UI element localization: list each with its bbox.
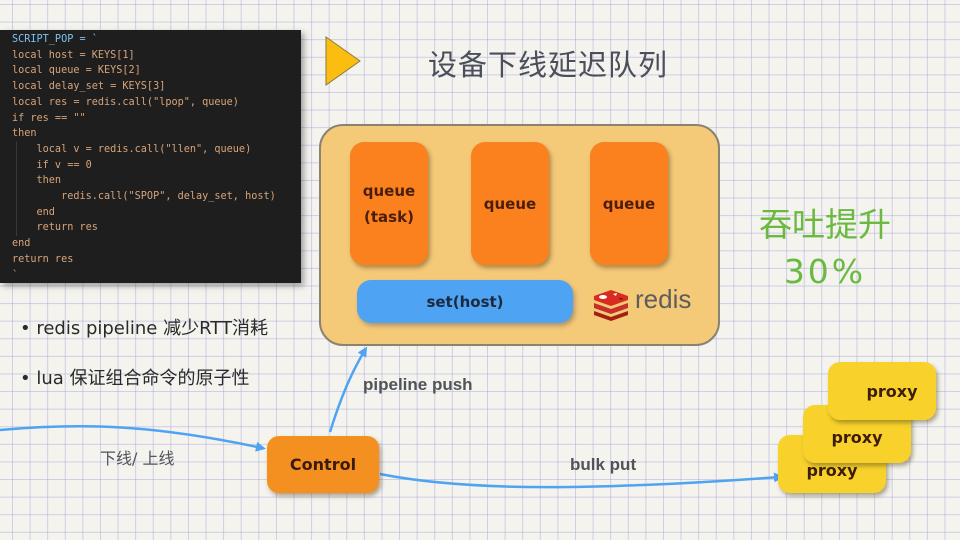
queue-node: queue xyxy=(471,142,549,265)
proxy-label: proxy xyxy=(866,381,918,401)
proxy-label: proxy xyxy=(806,461,858,480)
throughput-label: 吞吐提升 xyxy=(759,205,891,244)
set-host-label: set(host) xyxy=(426,292,504,311)
code-line: local res = redis.call("lpop", queue) xyxy=(12,96,239,108)
bulk-put-label: bulk put xyxy=(570,455,637,474)
code-line: redis.call("SPOP", delay_set, host) xyxy=(0,189,301,205)
set-host-node: set(host) xyxy=(357,280,573,323)
bullet-item: • redis pipeline 减少RTT消耗 xyxy=(20,314,268,340)
proxy-node: proxy xyxy=(828,362,936,420)
arrow-control-to-proxy xyxy=(379,472,784,489)
page-title: 设备下线延迟队列 xyxy=(428,48,669,82)
queue-label: queue xyxy=(602,194,656,213)
bullet-text: redis pipeline 减少RTT消耗 xyxy=(36,318,268,339)
indent-guide xyxy=(16,189,17,205)
indent-guide xyxy=(16,204,17,221)
indent-guide xyxy=(16,173,17,190)
control-node: Control xyxy=(267,436,379,493)
redis-logo-text: redis xyxy=(635,284,692,314)
code-line: then xyxy=(0,173,301,190)
code-line: local v = redis.call("llen", queue) xyxy=(0,141,301,158)
code-line: then xyxy=(12,128,37,140)
pipeline-push-label: pipeline push xyxy=(363,375,473,394)
arrow-input-to-control xyxy=(0,424,266,452)
play-triangle-icon xyxy=(325,36,361,86)
queue-label: queue xyxy=(483,194,537,213)
indent-guide xyxy=(16,220,17,237)
code-line: ` xyxy=(12,269,19,281)
code-line: return res xyxy=(0,220,301,237)
throughput-value: 30% xyxy=(783,252,867,291)
arrow-control-to-redis xyxy=(328,346,368,433)
queue-node: queue xyxy=(590,142,668,265)
code-line: return res xyxy=(12,253,74,265)
queue-label: queue xyxy=(362,181,416,200)
input-edge-label: 下线/ 上线 xyxy=(100,449,175,468)
bullet-text: lua 保证组合命令的原子性 xyxy=(36,368,250,389)
proxy-label: proxy xyxy=(831,427,883,447)
code-line: end xyxy=(0,204,301,221)
code-line: SCRIPT_POP = ` xyxy=(12,34,98,45)
indent-guide xyxy=(16,141,17,158)
code-line: local delay_set = KEYS[3] xyxy=(12,81,166,93)
code-line: local queue = KEYS[2] xyxy=(12,65,141,77)
code-line: if res == "" xyxy=(12,112,86,124)
bullet-item: • lua 保证组合命令的原子性 xyxy=(20,364,250,390)
code-line: if v == 0 xyxy=(0,157,301,174)
bullet-dot: • xyxy=(20,318,37,339)
queue-task-node: queue (task) xyxy=(350,142,428,265)
lua-script-code-panel: SCRIPT_POP = ` local host = KEYS[1] local … xyxy=(0,30,301,283)
code-line: local host = KEYS[1] xyxy=(12,49,135,61)
redis-logo-icon xyxy=(594,290,628,321)
queue-sublabel: (task) xyxy=(364,207,414,226)
control-label: Control xyxy=(289,455,357,474)
indent-guide xyxy=(16,157,17,174)
code-line: end xyxy=(12,238,31,250)
bullet-dot: • xyxy=(20,368,37,389)
